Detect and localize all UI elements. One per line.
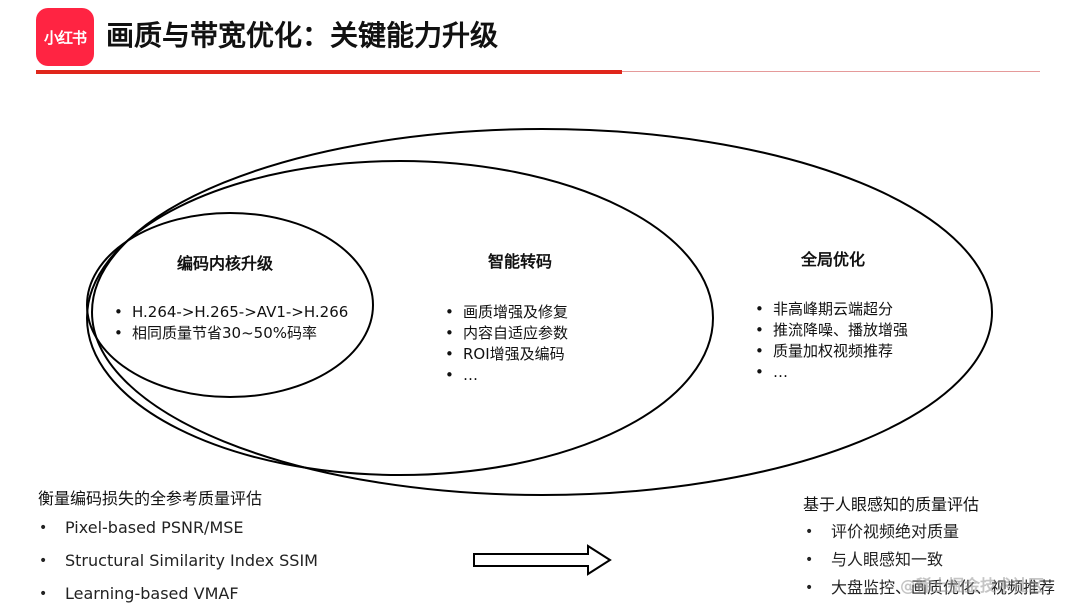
ellipse-transcode: [86, 160, 714, 476]
list-item: 推流降噪、播放增强: [753, 320, 908, 341]
title-underline-grey: [622, 71, 1040, 72]
list-item: 大盘监控、画质优化、视频推荐: [803, 577, 1055, 605]
ellipse-codec: [86, 212, 374, 398]
perceptual-quality-list: 评价视频绝对质量 与人眼感知一致 大盘监控、画质优化、视频推荐: [803, 521, 1055, 605]
list-item: …: [753, 362, 908, 383]
watermark: @稀土掘金技术社区: [900, 576, 1045, 595]
list-item: Learning-based VMAF: [37, 583, 318, 616]
title-underline-red: [36, 70, 622, 74]
list-item: Structural Similarity Index SSIM: [37, 550, 318, 583]
list-item: H.264->H.265->AV1->H.266: [112, 302, 348, 323]
heading-codec-upgrade: 编码内核升级: [177, 254, 274, 273]
list-global-optimization: 非高峰期云端超分 推流降噪、播放增强 质量加权视频推荐 …: [753, 299, 908, 383]
app-logo: 小红书: [36, 8, 94, 66]
list-item: 与人眼感知一致: [803, 549, 1055, 577]
list-item: 质量加权视频推荐: [753, 341, 908, 362]
ellipse-global: [91, 128, 993, 496]
perceptual-quality-title: 基于人眼感知的质量评估: [803, 495, 980, 514]
list-smart-transcode: 画质增强及修复 内容自适应参数 ROI增强及编码 …: [443, 302, 568, 386]
full-reference-list: Pixel-based PSNR/MSE Structural Similari…: [37, 517, 318, 616]
right-arrow-icon: [473, 544, 612, 576]
page-title: 画质与带宽优化：关键能力升级: [106, 19, 499, 52]
logo-text: 小红书: [43, 28, 87, 47]
list-item: 画质增强及修复: [443, 302, 568, 323]
list-item: ROI增强及编码: [443, 344, 568, 365]
list-item: 内容自适应参数: [443, 323, 568, 344]
list-item: 相同质量节省30~50%码率: [112, 323, 348, 344]
list-item: 非高峰期云端超分: [753, 299, 908, 320]
list-item: …: [443, 365, 568, 386]
heading-global-optimization: 全局优化: [801, 250, 866, 269]
full-reference-title: 衡量编码损失的全参考质量评估: [38, 489, 263, 508]
list-item: Pixel-based PSNR/MSE: [37, 517, 318, 550]
list-item: 评价视频绝对质量: [803, 521, 1055, 549]
list-codec-upgrade: H.264->H.265->AV1->H.266 相同质量节省30~50%码率: [112, 302, 348, 344]
heading-smart-transcode: 智能转码: [488, 252, 553, 271]
